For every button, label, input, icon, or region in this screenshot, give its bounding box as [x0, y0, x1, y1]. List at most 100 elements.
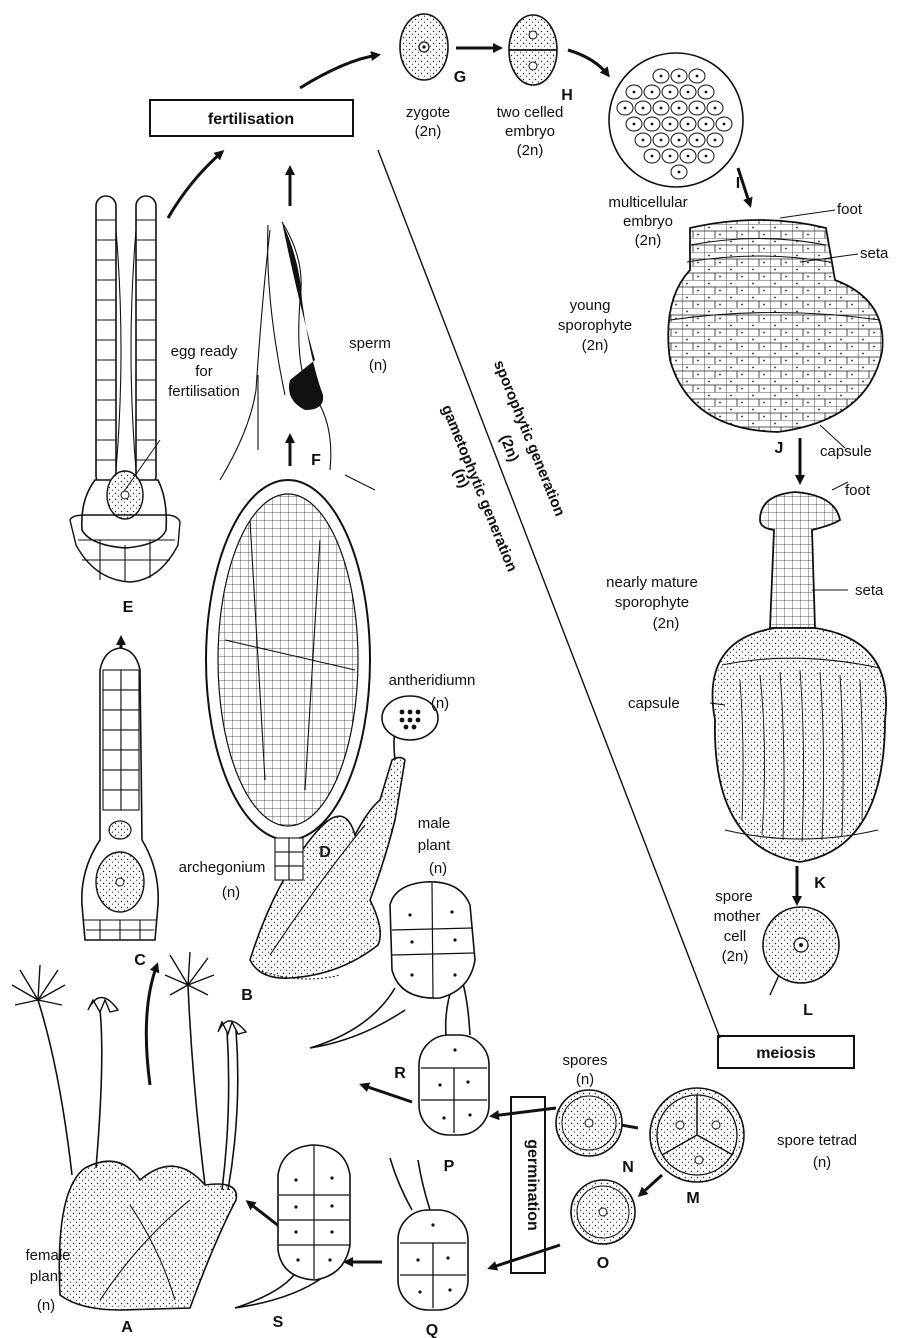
- stage-j: J: [775, 440, 784, 457]
- arrow-to-archegonium-c: [146, 965, 157, 1085]
- capsule-label-top: capsule: [820, 443, 872, 460]
- germination-box: germination: [511, 1097, 545, 1273]
- female-plant-label-2: plant: [30, 1268, 63, 1285]
- stage-m: M: [686, 1190, 699, 1207]
- sperm-ploidy: (n): [369, 357, 387, 374]
- seta-label-mid: seta: [855, 582, 884, 599]
- embryo-cell-nucleus: [705, 123, 708, 126]
- embryo-cell-nucleus: [705, 91, 708, 94]
- egg-label-1: egg ready: [171, 343, 238, 360]
- stage-l: L: [803, 1002, 813, 1019]
- embryo-cell-nucleus: [678, 107, 681, 110]
- embryo-cell-nucleus: [642, 107, 645, 110]
- stage-q: Q: [426, 1322, 438, 1338]
- spore-o: [571, 1180, 635, 1244]
- egg-label-2: for: [195, 363, 213, 380]
- sperm-label: sperm: [349, 335, 391, 352]
- embryo-cell-nucleus: [651, 155, 654, 158]
- male-plant-label-2: plant: [418, 837, 451, 854]
- mature-sporophyte-ploidy: (2n): [653, 615, 680, 632]
- stage-i: I: [736, 175, 740, 192]
- embryo-cell-nucleus: [705, 155, 708, 158]
- young-sporophyte-ploidy: (2n): [582, 337, 609, 354]
- young-sporophyte-label-1: young: [570, 297, 611, 314]
- multicellular-ploidy: (2n): [635, 232, 662, 249]
- embryo-cell-nucleus: [642, 139, 645, 142]
- spore-tetrad-m: [650, 1088, 744, 1182]
- protonema-q: [390, 1158, 468, 1310]
- two-celled-ploidy: (2n): [517, 142, 544, 159]
- embryo-cell-nucleus: [651, 123, 654, 126]
- foot-label-mid: foot: [845, 482, 871, 499]
- meiosis-box: meiosis: [718, 1036, 854, 1068]
- embryo-cell-nucleus: [714, 107, 717, 110]
- embryo-cell-nucleus: [714, 139, 717, 142]
- antheridium-ploidy: (n): [431, 695, 449, 712]
- embryo-cell-nucleus: [660, 75, 663, 78]
- foot-label-top: foot: [837, 201, 863, 218]
- embryo-cell-nucleus: [660, 139, 663, 142]
- embryo-cell-nucleus: [696, 107, 699, 110]
- stage-n: N: [622, 1159, 634, 1176]
- mature-sporophyte-label-2: sporophyte: [615, 594, 689, 611]
- embryo-cell-nucleus: [633, 123, 636, 126]
- stage-d: D: [319, 844, 331, 861]
- archegonium-label: archegonium: [179, 859, 266, 876]
- spore-mother-cell-label-1: spore: [715, 888, 753, 905]
- embryo-cell-nucleus: [633, 91, 636, 94]
- arrow-to-zygote: [300, 55, 378, 88]
- stage-k: K: [814, 875, 826, 892]
- spore-n: [556, 1090, 622, 1156]
- stage-a: A: [121, 1319, 133, 1336]
- stage-p: P: [444, 1158, 455, 1175]
- embryo-cell-nucleus: [687, 123, 690, 126]
- arrow-to-male-plant: [362, 1085, 412, 1102]
- male-plant-ploidy: (n): [429, 860, 447, 877]
- two-celled-label-2: embryo: [505, 123, 555, 140]
- spore-mother-cell-label-2: mother: [714, 908, 761, 925]
- zygote-label: zygote: [406, 104, 450, 121]
- embryo-cell-nucleus: [678, 139, 681, 142]
- stage-r: R: [394, 1065, 406, 1082]
- stage-g: G: [454, 69, 466, 86]
- spore-tetrad-label: spore tetrad: [777, 1132, 857, 1149]
- arrow-to-spore-o: [640, 1175, 662, 1195]
- sporophytic-ploidy-label: (2n): [496, 432, 522, 464]
- stage-c: C: [134, 952, 146, 969]
- stage-b: B: [241, 987, 253, 1004]
- protonema-s: [235, 1145, 350, 1308]
- embryo-cell-nucleus: [687, 91, 690, 94]
- embryo-cell-nucleus: [723, 123, 726, 126]
- two-celled-label-1: two celled: [497, 104, 564, 121]
- meiosis-label: meiosis: [756, 1045, 816, 1062]
- embryo-cell-nucleus: [678, 171, 681, 174]
- capsule-label-mid: capsule: [628, 695, 680, 712]
- archegonium-ploidy: (n): [222, 884, 240, 901]
- arrow-to-multicellular: [568, 50, 608, 75]
- female-plant-label-1: female: [25, 1247, 70, 1264]
- stage-s: S: [273, 1314, 284, 1331]
- egg-label-3: fertilisation: [168, 383, 240, 400]
- seta-label-top: seta: [860, 245, 889, 262]
- zygote-ploidy: (2n): [415, 123, 442, 140]
- fertilisation-box: fertilisation: [150, 100, 353, 136]
- embryo-cell-nucleus: [660, 107, 663, 110]
- multicellular-embryo-i: [609, 53, 743, 187]
- spores-ploidy: (n): [576, 1071, 594, 1088]
- young-sporophyte-j: [668, 210, 882, 448]
- stage-e: E: [123, 599, 134, 616]
- embryo-cell-nucleus: [678, 75, 681, 78]
- germination-label: germination: [524, 1139, 541, 1231]
- spore-tetrad-ploidy: (n): [813, 1154, 831, 1171]
- embryo-cell-nucleus: [651, 91, 654, 94]
- two-celled-embryo-h: [509, 15, 557, 85]
- embryo-cell-nucleus: [696, 75, 699, 78]
- mature-sporophyte-label-1: nearly mature: [606, 574, 698, 591]
- embryo-cell-nucleus: [696, 139, 699, 142]
- sperm-f: [220, 222, 375, 490]
- spore-mother-cell-ploidy: (2n): [722, 948, 749, 965]
- embryo-cell-nucleus: [687, 155, 690, 158]
- fertilisation-label: fertilisation: [208, 111, 294, 128]
- male-plant-label-1: male: [418, 815, 451, 832]
